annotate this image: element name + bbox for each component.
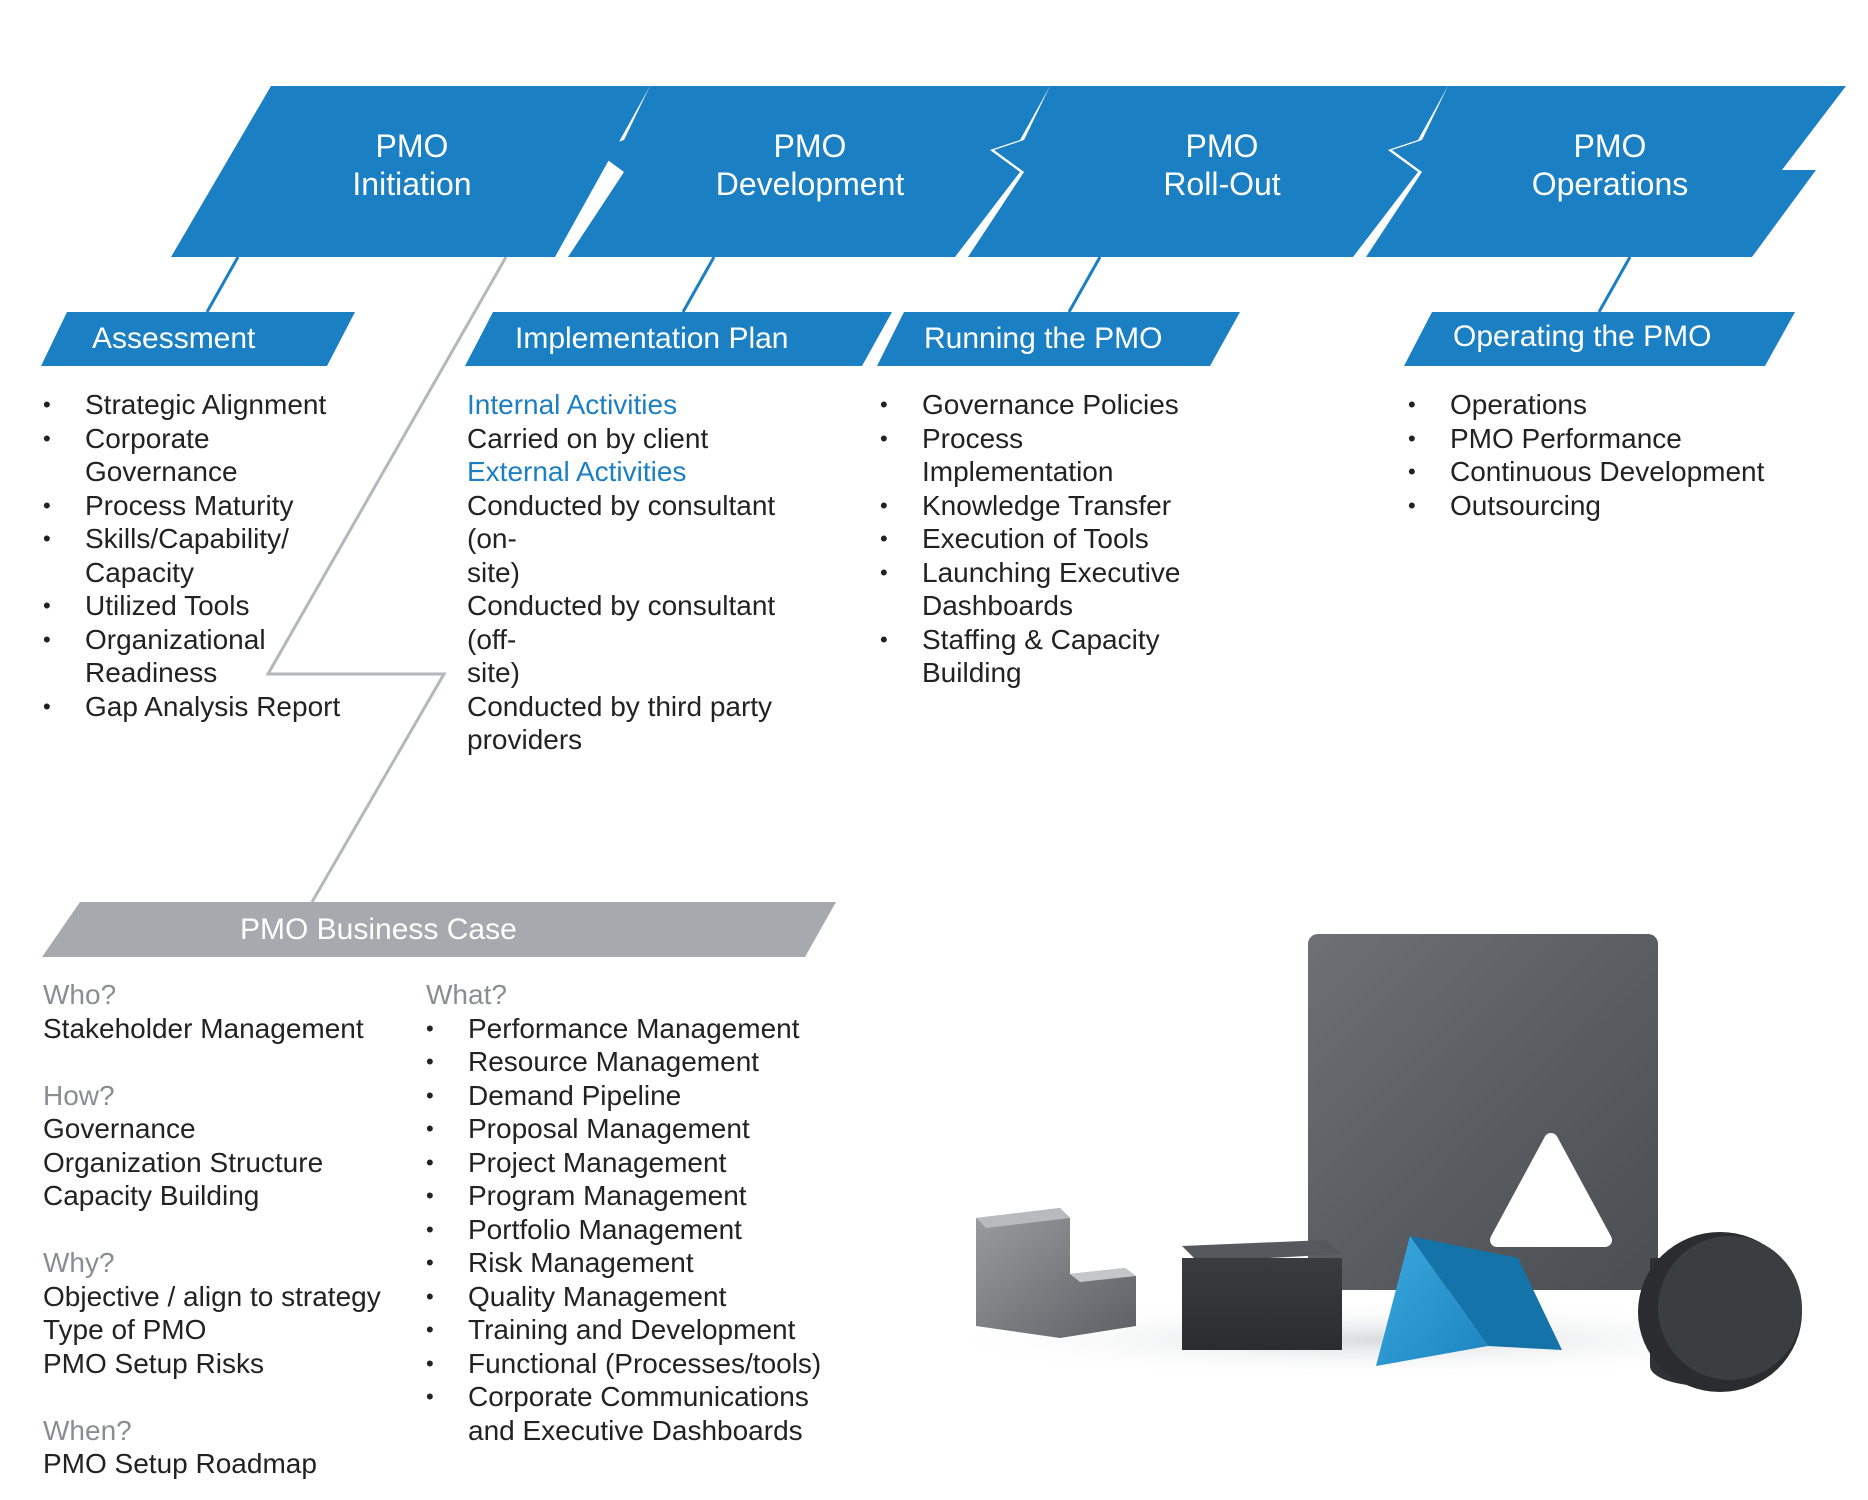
list-item: Continuous Development (1408, 455, 1808, 489)
list-item: Operations (1408, 388, 1808, 422)
phase-operations-line2: Operations (1531, 166, 1689, 202)
operating-title: Operating the PMO (1453, 320, 1712, 353)
list-item: Proposal Management (426, 1112, 826, 1146)
list-item: Conducted by consultant (off-site) (467, 590, 776, 688)
phase-rollout-line1: PMO (1185, 128, 1259, 164)
list-item: Objective / align to strategy (43, 1280, 381, 1312)
running-title: Running the PMO (924, 322, 1163, 355)
list-item: Outsourcing (1408, 489, 1808, 523)
list-item: Utilized Tools (43, 589, 343, 623)
assessment-list: Strategic Alignment CorporateGovernance … (43, 388, 343, 723)
why-question: Why? (43, 1247, 115, 1278)
list-item: Strategic Alignment (43, 388, 343, 422)
phase-development-line2: Development (715, 166, 905, 202)
implementation-plan-title: Implementation Plan (515, 322, 789, 355)
sub-header-bars (41, 312, 1795, 366)
internal-activities-text: Carried on by client (467, 422, 709, 454)
list-item: Gap Analysis Report (43, 690, 343, 724)
implementation-plan-details: Internal Activities Carried on by client… (467, 388, 827, 757)
list-item: Stakeholder Management (43, 1012, 364, 1044)
phase-development[interactable]: PMO Development (660, 127, 960, 203)
phase-initiation-line2: Initiation (352, 166, 472, 202)
what-list: Performance Management Resource Manageme… (426, 1012, 826, 1448)
internal-activities-heading: Internal Activities (467, 389, 678, 420)
list-item: Type of PMO (43, 1314, 207, 1345)
operating-list: Operations PMO Performance Continuous De… (1408, 388, 1808, 522)
list-item: Program Management (426, 1179, 826, 1213)
list-item: Governance Policies (880, 388, 1220, 422)
who-question: Who? (43, 979, 117, 1010)
business-case-left: Who? Stakeholder Management How? Governa… (43, 978, 403, 1481)
list-item: Skills/Capability/Capacity (43, 522, 343, 589)
assessment-title: Assessment (92, 322, 256, 355)
phase-initiation-shape (171, 86, 650, 257)
business-case-title: PMO Business Case (240, 913, 517, 946)
phase-initiation[interactable]: PMO Initiation (262, 127, 562, 203)
list-item: PMO Setup Roadmap (43, 1448, 317, 1479)
phase-development-line1: PMO (773, 128, 847, 164)
list-item: Process Maturity (43, 489, 343, 523)
what-question: What? (426, 979, 507, 1010)
list-item: PMO Setup Risks (43, 1347, 264, 1379)
running-list: Governance Policies ProcessImplementatio… (880, 388, 1220, 690)
list-item: Organization Structure (43, 1146, 324, 1178)
phase-development-shape (568, 86, 1050, 257)
list-item: Governance (43, 1113, 196, 1144)
list-item: Resource Management (426, 1045, 826, 1079)
list-item: Knowledge Transfer (880, 489, 1220, 523)
list-item: PMO Performance (1408, 422, 1808, 456)
phase-operations-line1: PMO (1573, 128, 1647, 164)
phase-rollout-shape (968, 86, 1448, 257)
list-item: Project Management (426, 1146, 826, 1180)
phase-initiation-line1: PMO (375, 128, 449, 164)
phase-operations-shape (1366, 86, 1846, 257)
list-item: Conducted by consultant (on-site) (467, 489, 776, 588)
list-item: Performance Management (426, 1012, 826, 1046)
phase-rollout[interactable]: PMO Roll-Out (1072, 127, 1372, 203)
phase-connectors (205, 256, 1632, 313)
list-item: Training and Development (426, 1313, 826, 1347)
list-item: Risk Management (426, 1246, 826, 1280)
how-question: How? (43, 1079, 115, 1111)
phase-chevrons (171, 86, 1846, 257)
phase-operations[interactable]: PMO Operations (1460, 127, 1760, 203)
list-item: Capacity Building (43, 1180, 260, 1211)
list-item: Demand Pipeline (426, 1079, 826, 1113)
business-case-bar (42, 902, 836, 957)
list-item: Portfolio Management (426, 1213, 826, 1247)
list-item: Quality Management (426, 1280, 826, 1314)
list-item: Execution of Tools (880, 522, 1220, 556)
when-question: When? (43, 1414, 132, 1446)
shapes-illustration (920, 934, 1840, 1392)
phase-rollout-line2: Roll-Out (1163, 166, 1281, 202)
list-item: Functional (Processes/tools) (426, 1347, 826, 1381)
business-case-connector (265, 256, 508, 903)
external-activities-heading: External Activities (467, 456, 687, 487)
